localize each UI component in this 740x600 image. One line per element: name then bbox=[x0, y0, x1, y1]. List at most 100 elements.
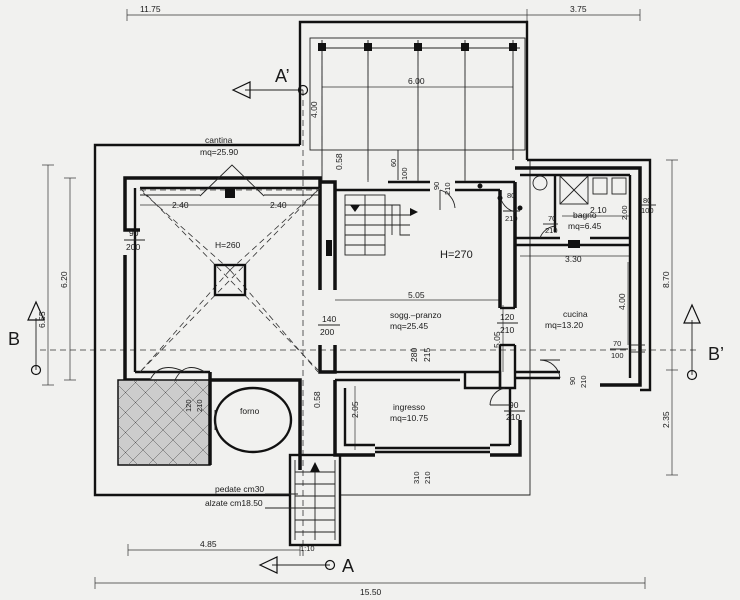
svg-text:100: 100 bbox=[641, 206, 654, 215]
outer-platform bbox=[93, 143, 652, 497]
opening-90-210-ingresso: 90 210 bbox=[504, 400, 525, 422]
section-label-b-left: B bbox=[8, 329, 20, 349]
dim-living-side: 5.05 bbox=[492, 331, 502, 348]
shower-icon bbox=[559, 175, 589, 205]
svg-text:200: 200 bbox=[126, 242, 140, 252]
dim-cantina-a: 2.40 bbox=[172, 200, 189, 210]
room-ingresso-area: mq=10.75 bbox=[390, 413, 428, 423]
opening-90-210-top: 90 210 bbox=[432, 182, 452, 195]
stair-pedate: pedate cm30 bbox=[215, 484, 264, 494]
svg-text:210: 210 bbox=[506, 412, 520, 422]
stair-slope: 1:10 bbox=[300, 544, 315, 553]
svg-text:200: 200 bbox=[320, 327, 334, 337]
room-living-area: mq=25.45 bbox=[390, 321, 428, 331]
sink-icon bbox=[611, 177, 627, 195]
svg-text:90: 90 bbox=[568, 377, 577, 385]
pergola bbox=[298, 20, 529, 182]
section-label-a-bottom: A bbox=[342, 556, 354, 576]
section-arrow-icon bbox=[258, 556, 278, 574]
dim-ingresso-height: 2.05 bbox=[350, 401, 360, 418]
dim-wall-058-forno: 0.58 bbox=[312, 391, 322, 408]
dim-left-outer: 6.55 bbox=[37, 311, 47, 328]
svg-text:120: 120 bbox=[500, 312, 514, 322]
dim-cantina-b: 2.40 bbox=[270, 200, 287, 210]
room-cantina-name: cantina bbox=[205, 135, 233, 145]
opening-120-210-cucina: 120 210 bbox=[497, 312, 518, 335]
room-forno-name: forno bbox=[240, 406, 260, 416]
svg-text:120: 120 bbox=[184, 399, 193, 412]
dim-bagno-height: 2.00 bbox=[620, 205, 629, 220]
svg-text:210: 210 bbox=[545, 226, 558, 235]
room-cantina-area: mq=25.90 bbox=[200, 147, 238, 157]
opening-90-200-cantina: 90 200 bbox=[124, 228, 145, 252]
bidet-icon bbox=[592, 177, 608, 195]
doors-fixtures bbox=[439, 175, 645, 406]
room-living-name: sogg.–pranzo bbox=[390, 310, 442, 320]
svg-text:215: 215 bbox=[422, 348, 432, 362]
opening-120-210-forno: 120 210 bbox=[184, 399, 204, 412]
toilet-icon bbox=[532, 175, 548, 191]
dim-right-upper: 8.70 bbox=[661, 271, 671, 288]
svg-text:210: 210 bbox=[579, 375, 588, 388]
room-ingresso-name: ingresso bbox=[393, 402, 425, 412]
svg-text:210: 210 bbox=[423, 471, 432, 484]
opening-labels: 60 100 90 210 80 210 70 210 80 100 90 20… bbox=[124, 150, 656, 484]
section-labels: A’ A B B’ bbox=[8, 66, 724, 576]
svg-text:80: 80 bbox=[643, 196, 651, 205]
dim-bottom-total: 15.50 bbox=[360, 587, 382, 597]
svg-text:140: 140 bbox=[322, 314, 336, 324]
opening-280-215: 280 215 bbox=[409, 348, 432, 362]
dim-kitchen-width: 3.30 bbox=[565, 254, 582, 264]
window-80-100-bagno: 80 100 bbox=[640, 196, 656, 215]
room-labels: cantina mq=25.90 H=260 sogg.–pranzo mq=2… bbox=[200, 135, 602, 423]
dim-top-left: 11.75 bbox=[140, 4, 161, 14]
svg-text:70: 70 bbox=[613, 339, 621, 348]
stair-notes: pedate cm30 alzate cm18.50 1:10 bbox=[205, 484, 315, 553]
section-lines bbox=[27, 81, 701, 574]
opening-60-100: 60 100 bbox=[389, 150, 409, 180]
forno-area bbox=[117, 367, 302, 470]
stair-alzate: alzate cm18.50 bbox=[205, 498, 263, 508]
section-arrow-icon bbox=[231, 81, 251, 99]
room-bagno-name: bagno bbox=[573, 210, 597, 220]
opening-310-210: 310 210 bbox=[412, 471, 432, 484]
room-cucina-name: cucina bbox=[563, 309, 588, 319]
dim-kitchen-wall: 4.00 bbox=[617, 293, 627, 310]
internal-stairs bbox=[326, 194, 418, 256]
room-bagno-area: mq=6.45 bbox=[568, 221, 602, 231]
svg-text:90: 90 bbox=[129, 228, 139, 238]
dim-porch-depth: 4.00 bbox=[309, 101, 319, 118]
svg-text:310: 310 bbox=[412, 471, 421, 484]
svg-text:280: 280 bbox=[409, 348, 419, 362]
section-label-a-top: A’ bbox=[275, 66, 290, 86]
dim-right-lower: 2.35 bbox=[661, 411, 671, 428]
dim-bottom-left: 4.85 bbox=[200, 539, 217, 549]
dim-wall-058-top: 0.58 bbox=[334, 153, 344, 170]
section-label-b-right: B’ bbox=[708, 344, 724, 364]
svg-text:210: 210 bbox=[500, 325, 514, 335]
svg-text:100: 100 bbox=[611, 351, 624, 360]
opening-140-200: 140 200 bbox=[318, 314, 340, 337]
dimension-lines bbox=[42, 9, 678, 589]
svg-text:90: 90 bbox=[432, 182, 441, 190]
room-cantina-height: H=260 bbox=[215, 240, 241, 250]
svg-text:210: 210 bbox=[443, 182, 452, 195]
svg-text:100: 100 bbox=[400, 167, 409, 180]
dim-porch-width: 6.00 bbox=[408, 76, 425, 86]
svg-text:210: 210 bbox=[505, 214, 518, 223]
dim-top-right: 3.75 bbox=[570, 4, 587, 14]
svg-text:60: 60 bbox=[389, 159, 398, 167]
opening-90-210-cucina: 90 210 bbox=[568, 375, 588, 388]
room-cucina-area: mq=13.20 bbox=[545, 320, 583, 330]
dim-living-span: 5.05 bbox=[408, 290, 425, 300]
cantina-vault bbox=[139, 164, 321, 373]
dim-left-inner: 6.20 bbox=[59, 271, 69, 288]
svg-text:80: 80 bbox=[507, 191, 515, 200]
section-arrow-icon bbox=[27, 300, 45, 321]
svg-text:70: 70 bbox=[548, 214, 556, 223]
window-70-100-cucina: 70 100 bbox=[610, 339, 628, 360]
dim-bagno-width: 2.10 bbox=[590, 205, 607, 215]
external-stairs bbox=[288, 453, 342, 547]
opening-80-210-top: 80 210 bbox=[503, 191, 520, 223]
